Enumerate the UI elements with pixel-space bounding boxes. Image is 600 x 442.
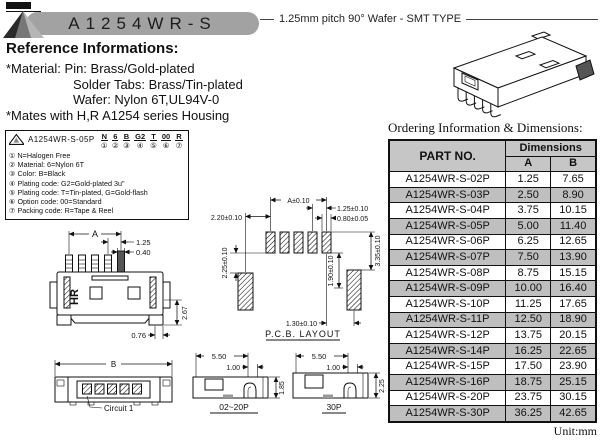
svg-text:30P: 30P [326, 402, 341, 412]
svg-text:1.25: 1.25 [136, 238, 151, 247]
svg-text:0.76: 0.76 [131, 331, 146, 340]
code-number: ⑦ [175, 141, 183, 150]
svg-text:HR: HR [69, 289, 81, 305]
reference-title: Reference Informations: [6, 40, 179, 57]
brand-triangle-logo [3, 11, 44, 38]
svg-text:2.20±0.10: 2.20±0.10 [211, 215, 242, 222]
code-number: ⑤ [150, 141, 157, 150]
col-header-b: B [550, 155, 597, 173]
svg-text:0.40: 0.40 [136, 248, 151, 257]
code-number: ① [100, 141, 108, 150]
svg-text:1.25±0.10: 1.25±0.10 [337, 206, 368, 213]
code-letter: N [100, 132, 108, 141]
bottom-view-drawing: B Circuit 1 [54, 360, 173, 413]
subtitle-line-right [466, 18, 598, 20]
code-letter: 00 [160, 132, 172, 141]
ordering-table-title: Ordering Information & Dimensions: [388, 120, 583, 135]
svg-text:02~20P: 02~20P [219, 402, 249, 412]
col-header-a: A [505, 155, 552, 173]
svg-text:3.35±0.10: 3.35±0.10 [375, 235, 382, 266]
subtitle-text: 1.25mm pitch 90° Wafer - SMT TYPE [279, 13, 462, 25]
svg-text:1.00: 1.00 [226, 365, 240, 372]
brand-triangle-logo-small [9, 133, 24, 145]
svg-text:1.00: 1.00 [326, 365, 340, 372]
corner-black-mark [6, 2, 31, 9]
svg-text:1.85: 1.85 [279, 381, 286, 395]
svg-text:0.80±0.05: 0.80±0.05 [337, 216, 368, 223]
svg-text:P.C.B. LAYOUT: P.C.B. LAYOUT [265, 329, 341, 339]
connector-3d-drawing [452, 31, 595, 118]
code-number: ⑥ [162, 141, 170, 150]
col-header-part-no: PART NO. [388, 139, 507, 173]
code-letter: T [150, 132, 157, 141]
code-number: ② [111, 141, 119, 150]
svg-text:A: A [92, 229, 98, 239]
model-title: A1254WR-S [68, 13, 217, 33]
reference-line-mates: *Mates with H,R A1254 series Housing [6, 107, 230, 123]
reference-line-wafer: Wafer: Nylon 6T,UL94V-0 [73, 92, 220, 107]
ordering-part-example: A1254WR-S-05P [28, 135, 95, 144]
unit-label: Unit:mm [553, 423, 597, 438]
reference-line-solder-tabs: Solder Tabs: Brass/Tin-plated [73, 76, 243, 92]
ordering-table-section: Ordering Information & Dimensions: PART … [388, 120, 597, 439]
code-letter: B [122, 132, 131, 141]
subtitle-row: 1.25mm pitch 90° Wafer - SMT TYPE [260, 13, 598, 25]
svg-text:5.50: 5.50 [212, 352, 227, 361]
svg-text:2.25±0.10: 2.25±0.10 [222, 247, 229, 278]
svg-text:5.50: 5.50 [312, 352, 327, 361]
code-letter: 6 [112, 132, 119, 141]
reference-informations: Reference Informations: *Material: Pin: … [6, 40, 336, 123]
code-number: ③ [123, 141, 130, 150]
front-view-drawing: A 1.25 0.40 HR 2.67 [49, 229, 189, 340]
svg-text:1.90±0.10: 1.90±0.10 [328, 255, 335, 286]
svg-text:2.67: 2.67 [182, 306, 189, 320]
svg-text:1.30±0.10: 1.30±0.10 [286, 321, 317, 328]
code-number: ④ [136, 141, 144, 150]
side-view-02-20p-drawing: 5.50 1.00 1.85 02~20P [192, 352, 286, 414]
model-title-bar: A1254WR-S [26, 12, 259, 35]
svg-text:Circuit 1: Circuit 1 [104, 404, 134, 413]
svg-text:A±0.10: A±0.10 [287, 198, 309, 205]
svg-text:B: B [111, 360, 116, 369]
code-letter: R [175, 132, 183, 141]
col-header-dimensions: Dimensions [505, 139, 597, 157]
pcb-layout-drawing: A±0.10 2.20±0.10 1.25±0.10 0.80±0.05 2.2… [211, 197, 382, 341]
reference-line-material: *Material: Pin: Brass/Gold-plated [6, 61, 195, 76]
corner-underline [6, 11, 41, 12]
subtitle-line-left [260, 18, 274, 20]
svg-text:2.25: 2.25 [379, 379, 386, 393]
code-letter: G2 [134, 132, 147, 141]
side-view-30p-drawing: 5.50 1.00 2.25 30P [292, 352, 386, 414]
